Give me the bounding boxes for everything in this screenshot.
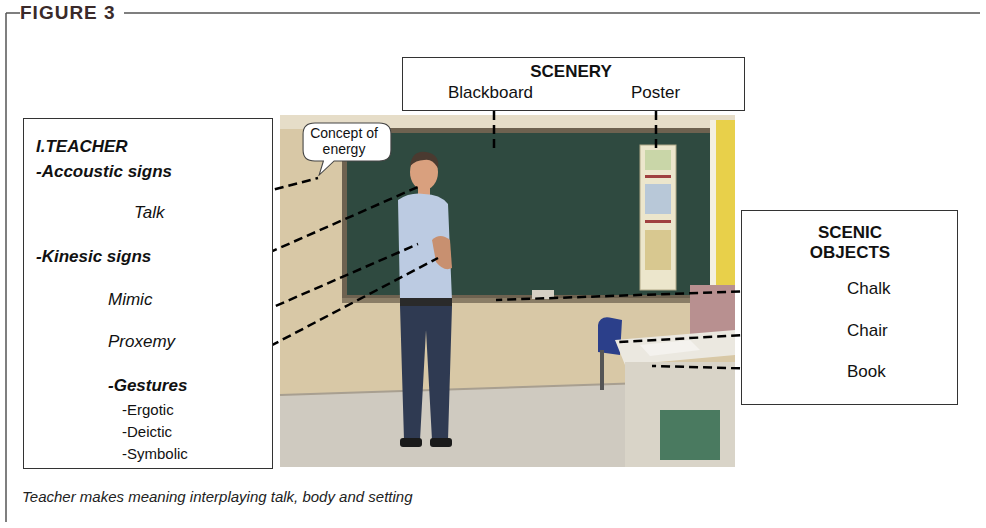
gesture-type: -Deictic bbox=[122, 423, 172, 440]
sign-type: Mimic bbox=[108, 290, 152, 310]
scenic-object: Chair bbox=[847, 321, 888, 341]
sign-type: Talk bbox=[134, 203, 165, 223]
sign-category: -Kinesic signs bbox=[36, 247, 151, 267]
figure-title: FIGURE 3 bbox=[20, 2, 124, 24]
scenery-box: SCENERYBlackboard Poster bbox=[402, 57, 745, 111]
sign-category-panel: I.TEACHER -Accoustic signsTalk -Kinesic si… bbox=[23, 118, 273, 469]
box-heading: SCENIC OBJECTS bbox=[790, 223, 910, 262]
gesture-type: -Ergotic bbox=[122, 401, 174, 418]
sign-category: -Gestures bbox=[108, 376, 187, 396]
scenic-object: Chalk bbox=[847, 279, 890, 299]
sign-type: Proxemy bbox=[108, 332, 175, 352]
scenery-item: Blackboard bbox=[448, 83, 533, 103]
box-heading: SCENERY bbox=[403, 62, 739, 82]
scenic-object: Book bbox=[847, 362, 886, 382]
scenery-item: Poster bbox=[631, 83, 680, 103]
gesture-type: -Symbolic bbox=[122, 445, 188, 462]
panel-heading: I.TEACHER bbox=[36, 137, 128, 157]
speech-bubble: Concept of energy bbox=[302, 122, 392, 176]
bubble-text: Concept of energy bbox=[302, 125, 386, 157]
figure-caption: Teacher makes meaning interplaying talk,… bbox=[22, 488, 413, 505]
scenic-objects-box: SCENIC OBJECTS ChalkChairBook bbox=[741, 210, 958, 405]
sign-category: -Accoustic signs bbox=[36, 162, 172, 182]
